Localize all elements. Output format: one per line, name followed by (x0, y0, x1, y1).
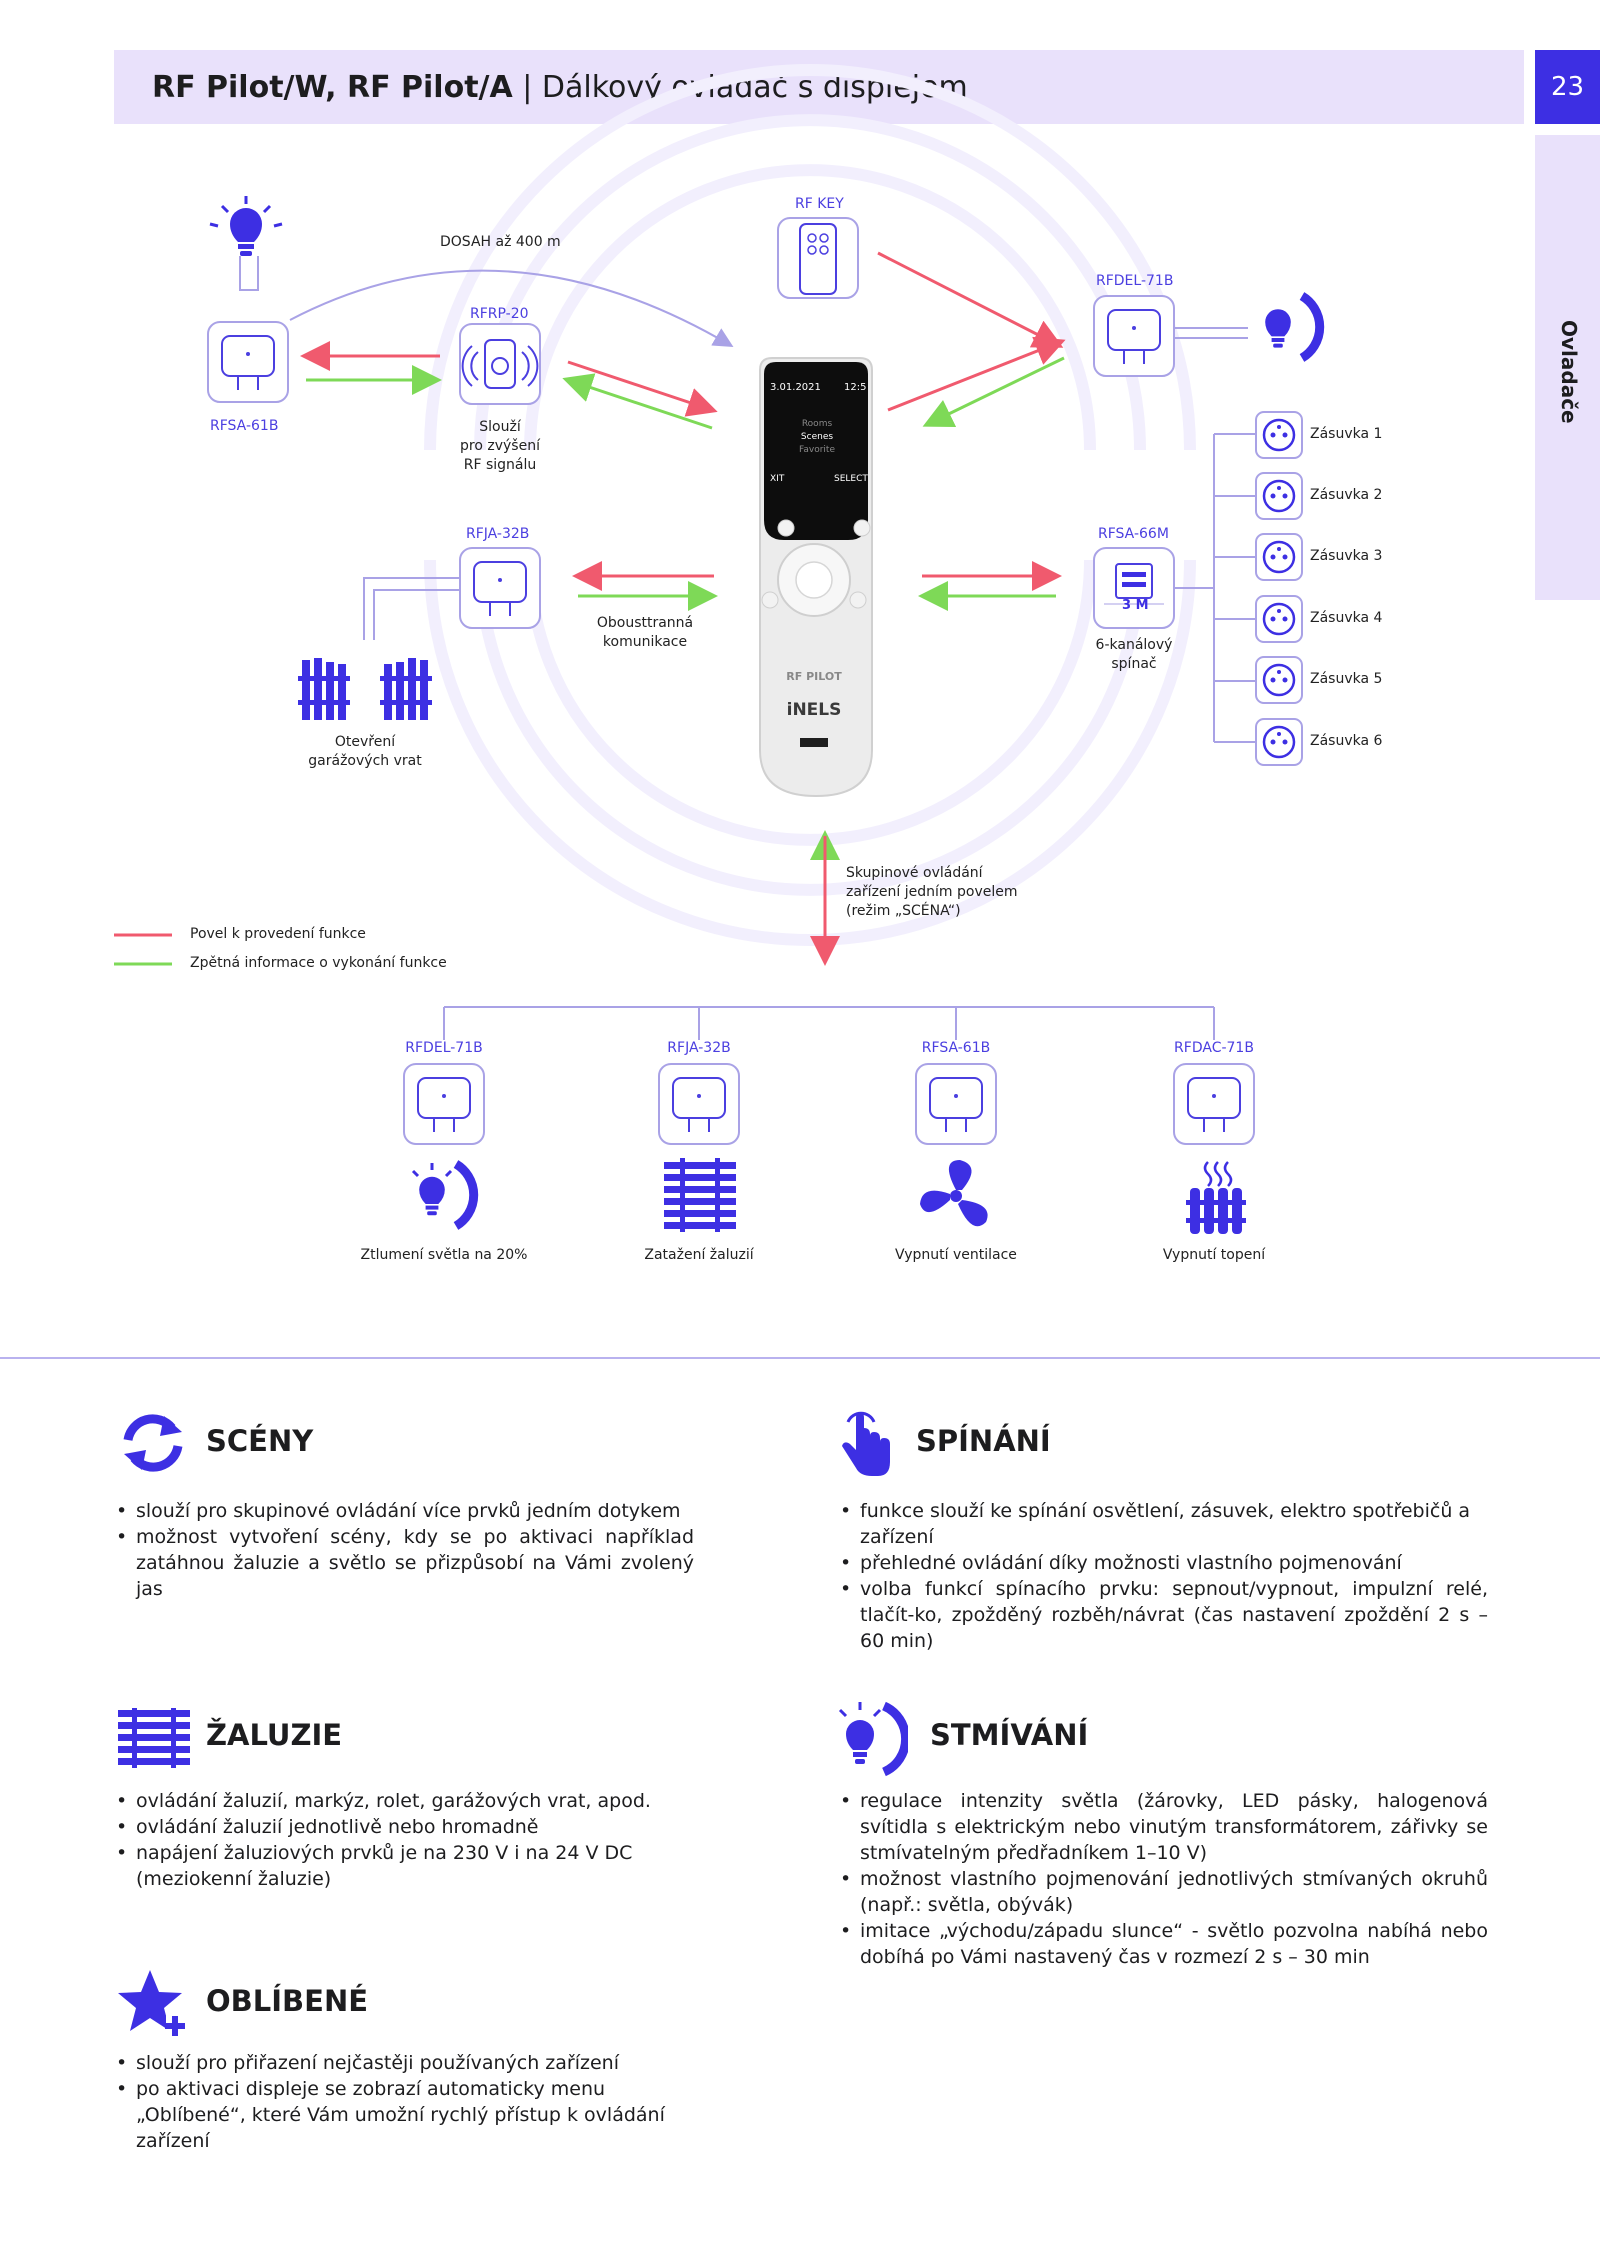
rfsa66m-label: RFSA-66M (1098, 526, 1169, 542)
radiator-icon (1186, 1161, 1246, 1234)
list-item: slouží pro skupinové ovládání více prvků… (114, 1498, 694, 1524)
dimmer-bulb-icon (419, 1176, 445, 1216)
system-diagram (114, 64, 1325, 1234)
list-item: slouží pro přiřazení nejčastěji používan… (114, 2050, 714, 2076)
rf-key-label: RF KEY (795, 196, 844, 212)
header-bar (114, 50, 1524, 124)
sceny-list: slouží pro skupinové ovládání více prvků… (114, 1498, 694, 1602)
fan-icon (920, 1160, 988, 1227)
bottom-device-caption: Ztlumení světla na 20% (360, 1247, 528, 1263)
bottom-device-caption: Zatažení žaluzií (644, 1247, 754, 1263)
bottom-device-caption: Vypnutí topení (1162, 1247, 1266, 1263)
refresh-icon (123, 1414, 183, 1472)
socket-label: Zásuvka 5 (1310, 671, 1383, 687)
dimmer-bulb-icon (838, 1701, 908, 1777)
section-title-oblibene: OBLÍBENÉ (206, 1984, 369, 2018)
page-number: 23 (1535, 50, 1600, 124)
socket-label: Zásuvka 1 (1310, 426, 1383, 442)
remote-brand: RF PILOT (786, 670, 842, 683)
side-tab (1535, 135, 1600, 600)
list-item: možnost vlastního pojmenování jednotlivý… (838, 1866, 1488, 1918)
stmivani-list: regulace intenzity světla (žárovky, LED … (838, 1788, 1488, 1970)
section-title-stmivani: STMÍVÁNÍ (930, 1718, 1089, 1752)
bottom-device-name: RFSA-61B (921, 1040, 991, 1056)
list-item: funkce slouží ke spínání osvětlení, zásu… (838, 1498, 1488, 1550)
blinds-icon (118, 1708, 190, 1768)
bulb-icon (230, 208, 262, 256)
bottom-device-caption: Vypnutí ventilace (895, 1247, 1017, 1263)
remote-date: 3.01.2021 (770, 382, 821, 393)
list-item: možnost vytvoření scény, kdy se po aktiv… (114, 1524, 694, 1602)
list-item: přehledné ovládání díky možnosti vlastní… (838, 1550, 1488, 1576)
list-item: ovládání žaluzií, markýz, rolet, garážov… (114, 1788, 694, 1814)
bottom-device-name: RFDEL-71B (405, 1040, 483, 1056)
list-item: volba funkcí spínacího prvku: sepnout/vy… (838, 1576, 1488, 1654)
list-item: ovládání žaluzií jednotlivě nebo hromadn… (114, 1814, 694, 1840)
rfsa66m-badge: 3 M (1122, 598, 1149, 613)
spinani-list: funkce slouží ke spínání osvětlení, zásu… (838, 1498, 1488, 1654)
tap-hand-icon (842, 1411, 890, 1476)
list-item: po aktivaci displeje se zobrazí automati… (114, 2076, 714, 2154)
section-divider (0, 1357, 1600, 1359)
garage-gate-icon (298, 658, 432, 720)
rfrp20-label: RFRP-20 (470, 306, 529, 322)
socket-label: Zásuvka 3 (1310, 548, 1383, 564)
remote-time: 12:5 (844, 382, 867, 393)
dimmer-bulb-icon (1265, 309, 1291, 348)
list-item: regulace intenzity světla (žárovky, LED … (838, 1788, 1488, 1866)
legend-feedback: Zpětná informace o vykonání funkce (190, 955, 447, 971)
rfdel71b-label: RFDEL-71B (1096, 273, 1174, 289)
section-title-sceny: SCÉNY (206, 1424, 314, 1458)
list-item: napájení žaluziových prvků je na 230 V i… (114, 1840, 694, 1892)
rf-pilot-remote (759, 357, 873, 798)
blinds-icon (664, 1158, 736, 1232)
range-label: DOSAH až 400 m (440, 234, 561, 250)
rfsa61b-label: RFSA-61B (210, 418, 279, 434)
section-title-zaluzie: ŽALUZIE (206, 1718, 343, 1752)
legend-command: Povel k provedení funkce (190, 926, 366, 942)
socket-label: Zásuvka 2 (1310, 487, 1383, 503)
list-item: imitace „východu/západu slunce“ - světlo… (838, 1918, 1488, 1970)
socket-label: Zásuvka 4 (1310, 610, 1383, 626)
zaluzie-list: ovládání žaluzií, markýz, rolet, garážov… (114, 1788, 694, 1892)
section-title-spinani: SPÍNÁNÍ (916, 1424, 1051, 1458)
remote-exit: XIT (770, 474, 785, 484)
remote-logo: iNELS (786, 700, 842, 720)
rfja32b-label: RFJA-32B (466, 526, 530, 542)
remote-select: SELECT (834, 474, 868, 484)
favorite-star-icon (118, 1970, 185, 2036)
socket-label: Zásuvka 6 (1310, 733, 1383, 749)
bottom-device-name: RFDAC-71B (1174, 1040, 1254, 1056)
oblibene-list: slouží pro přiřazení nejčastěji používan… (114, 2050, 714, 2154)
bottom-device-name: RFJA-32B (667, 1040, 731, 1056)
